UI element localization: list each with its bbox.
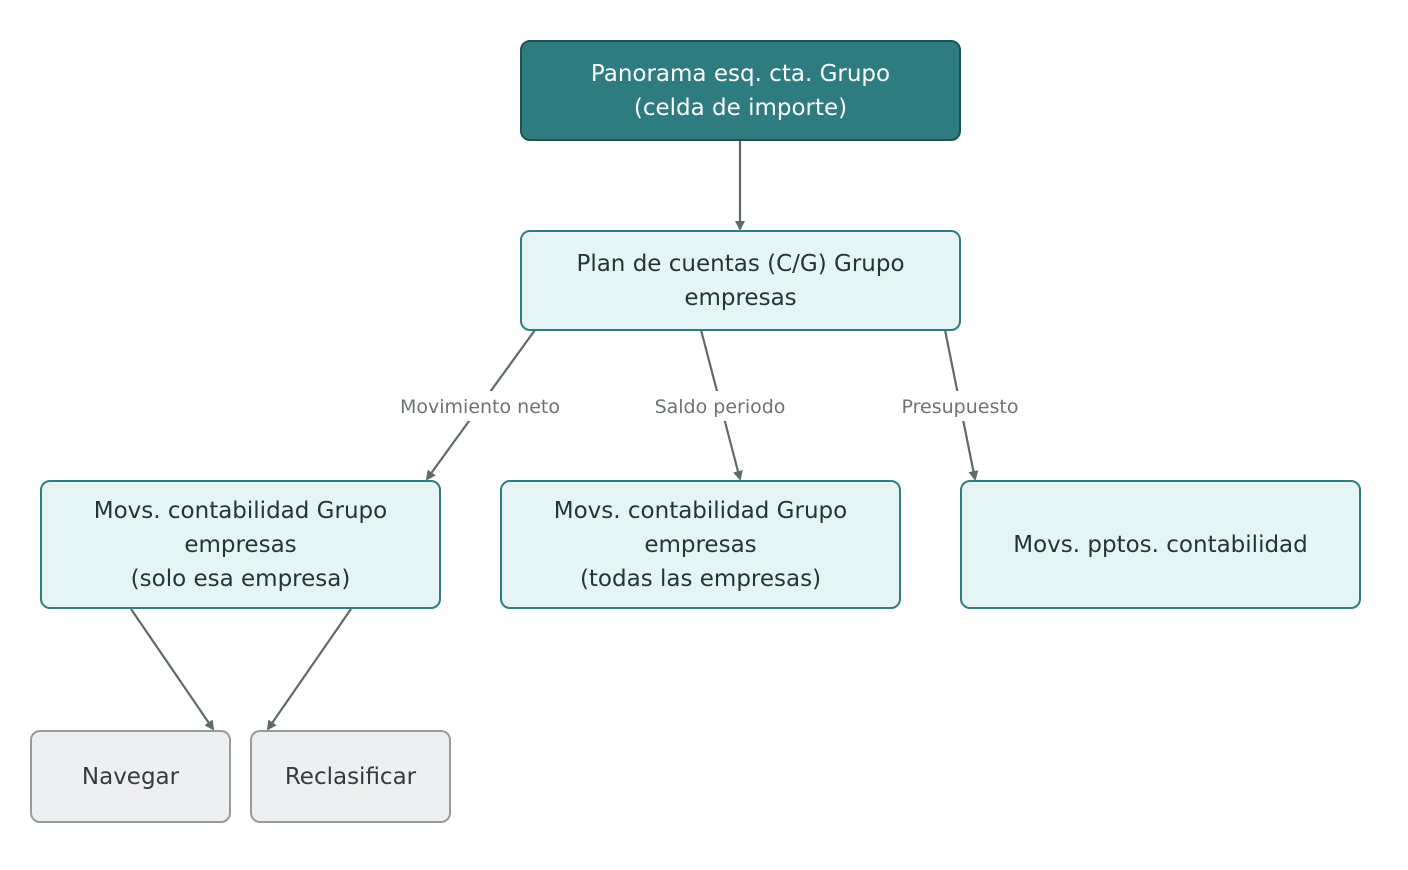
node-overview[interactable]: Panorama esq. cta. Grupo (celda de impor… — [520, 40, 961, 141]
node-overview-line1: Panorama esq. cta. Grupo — [590, 60, 891, 87]
edge-entries-single-to-navigate — [130, 608, 215, 731]
node-entries-single-line1: Movs. contabilidad Grupo — [93, 497, 388, 524]
edge-label-net-change: Movimiento neto — [400, 396, 560, 418]
node-chart-of-accounts-line1: Plan de cuentas (C/G) Grupo — [576, 250, 905, 277]
node-reclassify-label: Reclasificar — [284, 763, 417, 790]
node-entries-all-line2: empresas — [644, 531, 757, 558]
edge-label-budget: Presupuesto — [902, 396, 1019, 418]
node-navigate-label: Navegar — [81, 763, 180, 790]
node-entries-single-company[interactable]: Movs. contabilidad Grupo empresas (solo … — [40, 480, 441, 609]
node-reclassify[interactable]: Reclasificar — [250, 730, 451, 823]
node-budget-entries-line1: Movs. pptos. contabilidad — [1013, 531, 1308, 558]
edge-entries-single-to-reclassify — [266, 608, 352, 731]
node-entries-single-line3: (solo esa empresa) — [130, 565, 351, 592]
node-overview-line2: (celda de importe) — [633, 94, 848, 121]
node-entries-all-companies[interactable]: Movs. contabilidad Grupo empresas (todas… — [500, 480, 901, 609]
node-chart-of-accounts-line2: empresas — [684, 284, 797, 311]
node-entries-all-line1: Movs. contabilidad Grupo — [553, 497, 848, 524]
node-navigate[interactable]: Navegar — [30, 730, 231, 823]
node-entries-all-line3: (todas las empresas) — [579, 565, 822, 592]
edge-label-balance-at-date: Saldo periodo — [655, 396, 786, 418]
node-entries-single-line2: empresas — [184, 531, 297, 558]
node-chart-of-accounts[interactable]: Plan de cuentas (C/G) Grupo empresas — [520, 230, 961, 331]
node-budget-entries[interactable]: Movs. pptos. contabilidad — [960, 480, 1361, 609]
